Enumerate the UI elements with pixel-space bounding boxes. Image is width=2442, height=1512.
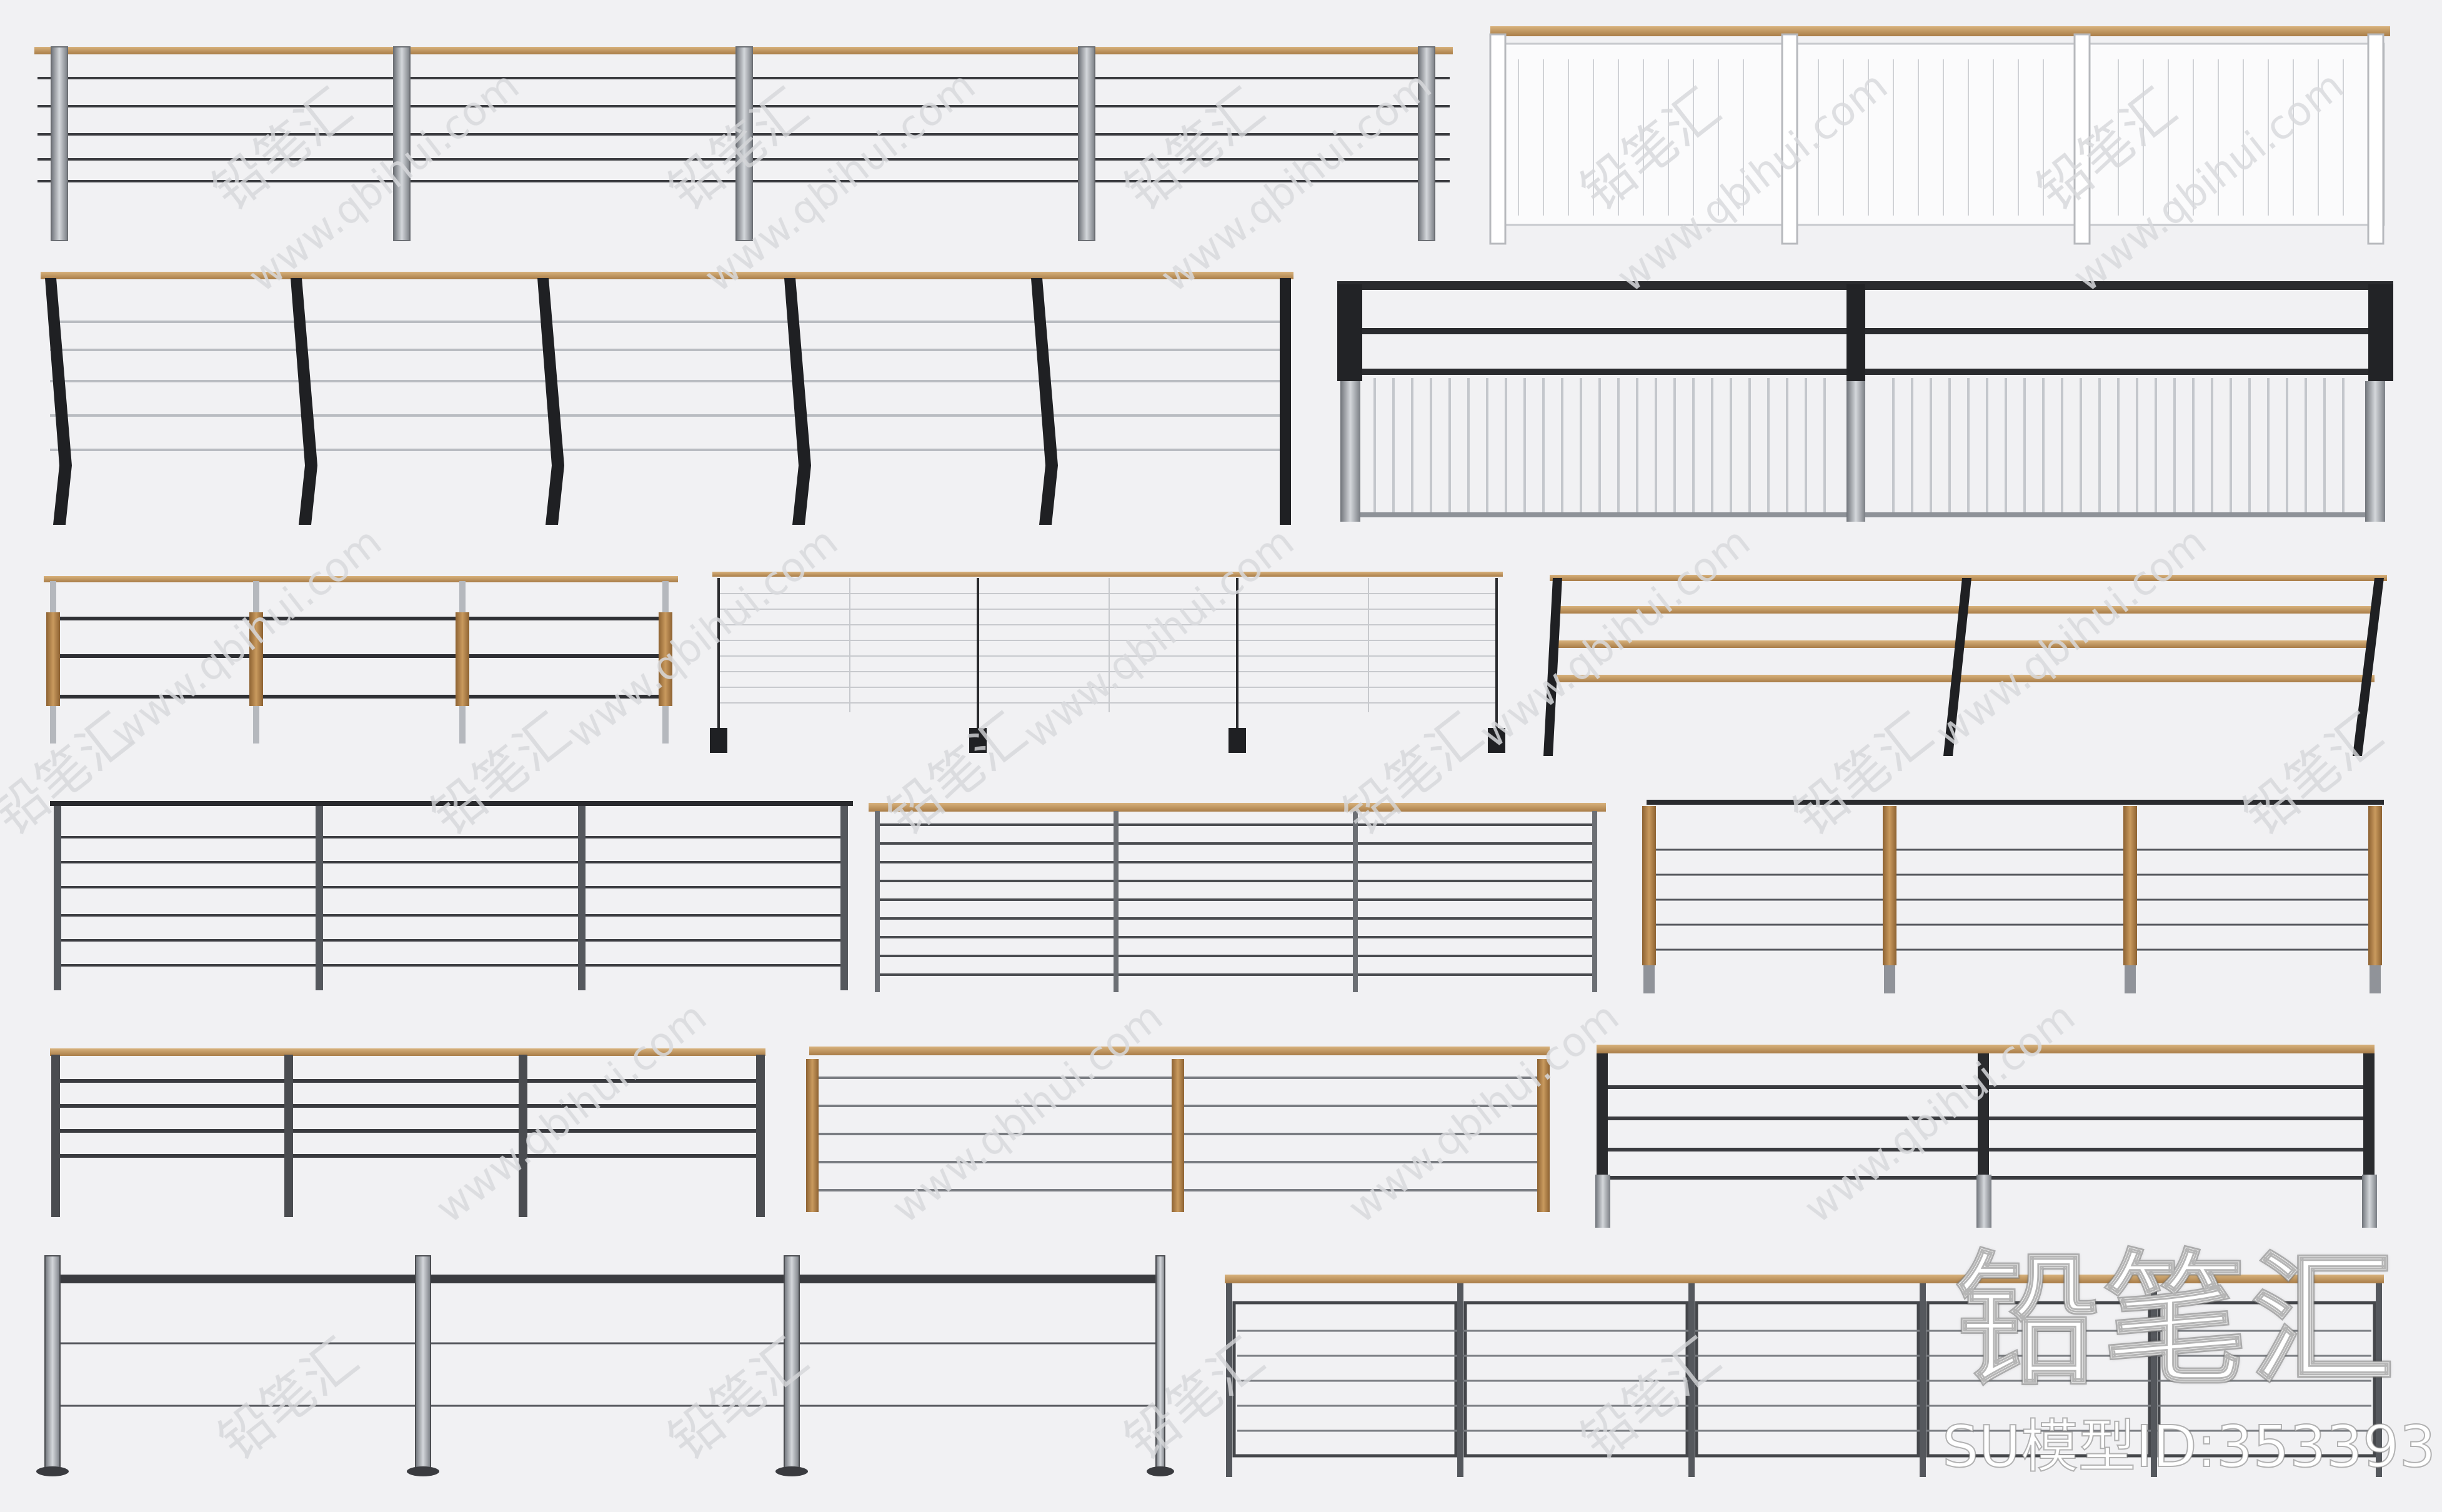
watermark-text: www.qbihui.com [1927,519,2215,757]
watermark-text: www.qbihui.com [884,993,1171,1232]
railing-thin-wire [710,572,1505,753]
railing-dark-metal-bar [50,801,853,990]
railing-wood-post-cable [1642,800,2384,993]
railing-steel-handrail-wire [36,1255,1174,1476]
railing-wood-cap-dark-frame [50,1048,765,1217]
railing-wood-post-steel-rail [806,1047,1550,1212]
watermark-text: www.qbihui.com [1340,993,1627,1232]
railing-wood-cap-dense-bar [869,803,1606,992]
watermark-brand: 铅笔汇 [1782,702,1944,847]
watermark-text: www.qbihui.com [1796,993,2083,1232]
watermark-text: www.qbihui.com [559,519,846,757]
watermark-brand: 铅笔汇 [420,702,582,847]
railing-wood-cap-steel-leg [1595,1045,2377,1228]
watermark-text: www.qbihui.com [1015,519,1302,757]
railing-angled-black-post-cable [41,272,1293,525]
railing-black-frame-baluster [1337,281,2393,522]
watermark-brand: 铅笔汇 [1114,1326,1275,1471]
watermark-text: www.qbihui.com [102,519,390,757]
railing-wood-cap-framed-panel [1225,1275,2384,1477]
railing-wood-bar-slanted-post [1543,575,2387,756]
watermark-brand: 铅笔汇 [0,702,144,847]
watermark-brand: 铅笔汇 [207,1326,369,1471]
brand-logo: 铅笔汇 [1955,1238,2398,1405]
watermark-brand: 铅笔汇 [1570,1326,1732,1471]
railing-cable-wood-cap [34,46,1453,241]
watermark-text: www.qbihui.com [1471,519,1758,757]
model-id-label: SU模型ID:353393 [1941,1413,2436,1480]
railing-white-vertical-panel [1489,26,2390,245]
watermark-text: www.qbihui.com [427,993,715,1232]
railing-wood-post-bar-small [44,576,678,744]
